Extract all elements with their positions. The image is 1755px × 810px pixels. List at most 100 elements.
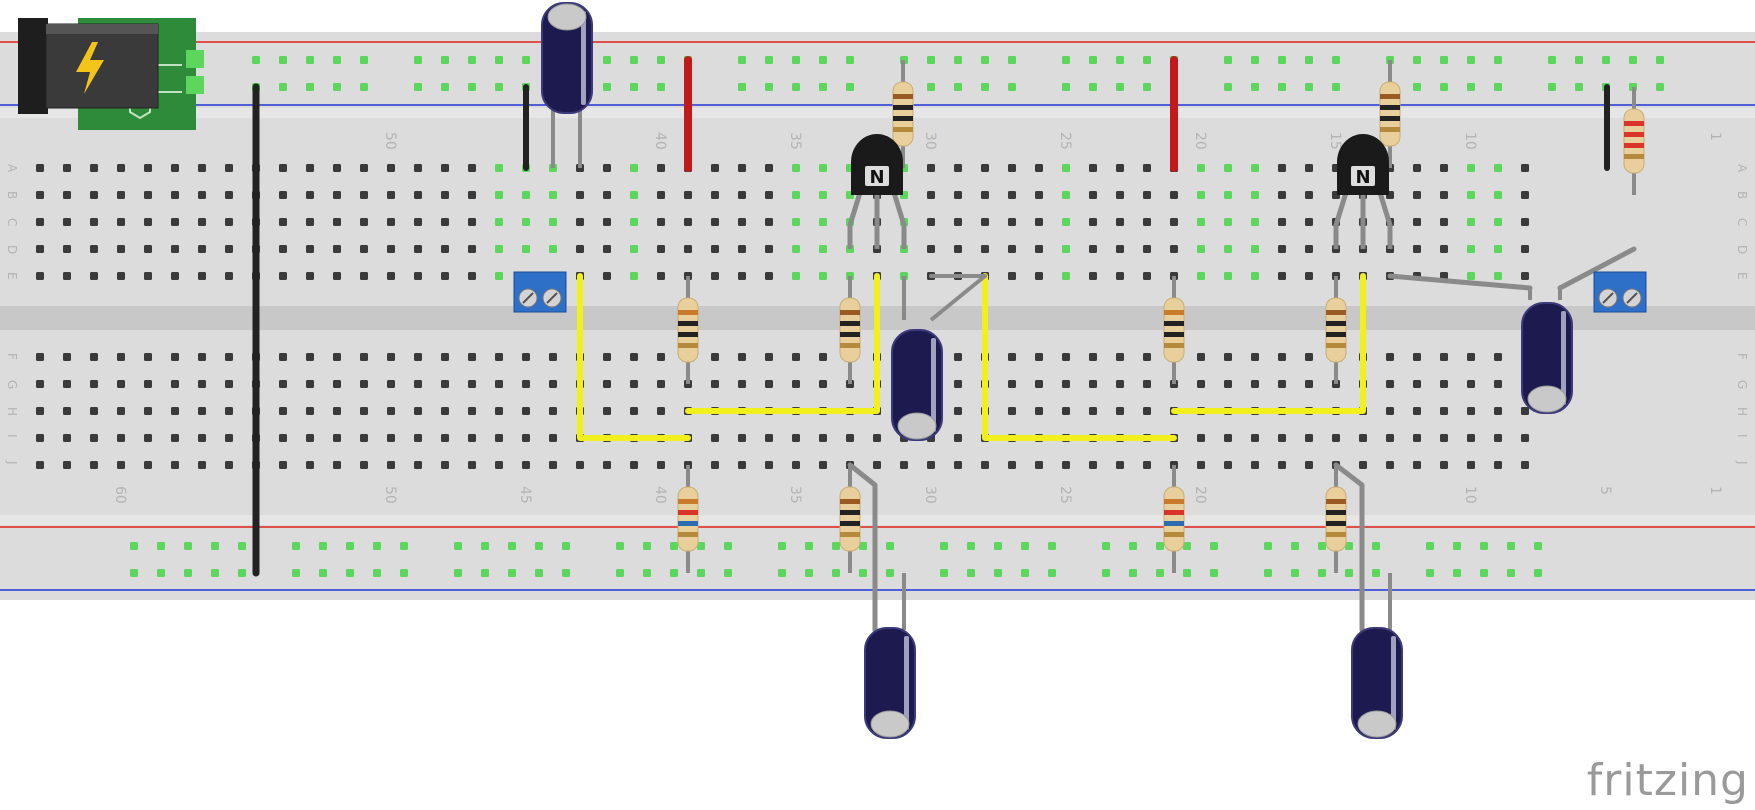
column-label: 30: [922, 132, 938, 150]
holes: [36, 56, 1664, 577]
column-label: 10: [1462, 486, 1478, 504]
hole: [927, 164, 935, 172]
hole: [1089, 245, 1097, 253]
hole: [1062, 380, 1070, 388]
hole: [117, 380, 125, 388]
rail-hole: [333, 56, 341, 64]
hole: [1521, 218, 1529, 226]
rail-hole: [846, 83, 854, 91]
hole: [1494, 461, 1502, 469]
hole: [1467, 191, 1475, 199]
hole: [1413, 164, 1421, 172]
hole: [333, 245, 341, 253]
hole: [414, 353, 422, 361]
hole: [738, 218, 746, 226]
hole: [279, 380, 287, 388]
hole: [1116, 380, 1124, 388]
hole: [522, 461, 530, 469]
hole: [1251, 164, 1259, 172]
hole: [711, 434, 719, 442]
rail-hole: [1210, 569, 1218, 577]
hole: [927, 245, 935, 253]
rail-hole: [630, 56, 638, 64]
hole: [36, 245, 44, 253]
hole: [117, 191, 125, 199]
hole: [1035, 164, 1043, 172]
rail-hole: [819, 83, 827, 91]
hole: [144, 461, 152, 469]
hole: [1494, 380, 1502, 388]
hole: [1440, 434, 1448, 442]
rail-hole: [481, 569, 489, 577]
rail-hole: [643, 569, 651, 577]
rail-hole: [1008, 56, 1016, 64]
row-label: E: [5, 272, 19, 280]
rail-hole: [468, 83, 476, 91]
hole: [630, 218, 638, 226]
rail-hole: [1278, 83, 1286, 91]
hole: [90, 191, 98, 199]
hole: [117, 245, 125, 253]
hole: [306, 380, 314, 388]
hole: [63, 407, 71, 415]
hole: [549, 218, 557, 226]
hole: [657, 272, 665, 280]
hole: [1197, 164, 1205, 172]
rail-hole: [1413, 83, 1421, 91]
hole: [738, 164, 746, 172]
rail-hole: [535, 569, 543, 577]
hole: [279, 353, 287, 361]
hole: [495, 164, 503, 172]
rail-hole: [292, 569, 300, 577]
hole: [1494, 245, 1502, 253]
hole: [495, 245, 503, 253]
rail-hole: [1602, 56, 1610, 64]
hole: [630, 353, 638, 361]
resistor: [839, 465, 861, 573]
row-label: I: [1735, 434, 1749, 438]
hole: [1143, 191, 1151, 199]
hole: [657, 461, 665, 469]
hole: [603, 407, 611, 415]
hole: [1197, 245, 1205, 253]
hole: [198, 245, 206, 253]
hole: [306, 353, 314, 361]
hole: [1062, 461, 1070, 469]
hole: [1278, 353, 1286, 361]
column-label: 50: [382, 486, 398, 504]
rail-hole: [967, 569, 975, 577]
terminal-block: [1593, 271, 1647, 313]
rail-hole: [738, 83, 746, 91]
hole: [1089, 272, 1097, 280]
rail-hole: [603, 83, 611, 91]
hole: [171, 353, 179, 361]
hole: [819, 164, 827, 172]
hole: [414, 191, 422, 199]
column-label: 35: [787, 132, 803, 150]
rail-hole: [1278, 56, 1286, 64]
hole: [1278, 245, 1286, 253]
hole: [1089, 218, 1097, 226]
hole: [1035, 461, 1043, 469]
rail-hole: [859, 569, 867, 577]
hole: [1224, 461, 1232, 469]
row-label: F: [5, 353, 19, 360]
column-label: 45: [517, 486, 533, 504]
hole: [468, 191, 476, 199]
hole: [1062, 218, 1070, 226]
hole: [738, 191, 746, 199]
rail-hole: [130, 569, 138, 577]
hole: [1494, 218, 1502, 226]
hole: [927, 191, 935, 199]
hole: [1062, 272, 1070, 280]
hole: [1224, 272, 1232, 280]
hole: [198, 218, 206, 226]
rail-hole: [1426, 569, 1434, 577]
rail-hole: [1116, 83, 1124, 91]
rail-hole: [1575, 56, 1583, 64]
rail-hole: [724, 569, 732, 577]
hole: [90, 218, 98, 226]
hole: [981, 191, 989, 199]
hole: [495, 407, 503, 415]
